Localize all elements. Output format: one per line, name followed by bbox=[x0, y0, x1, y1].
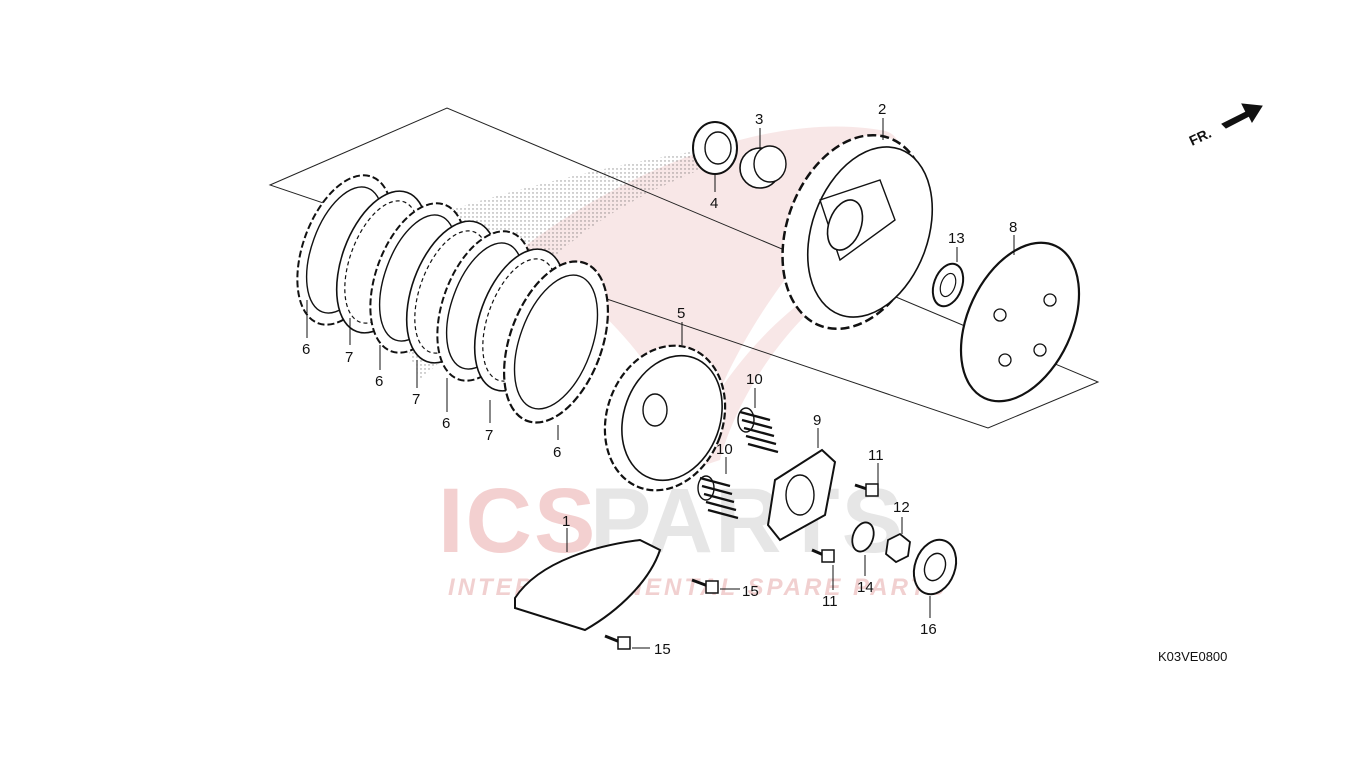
clutch-outer-2[interactable] bbox=[757, 115, 955, 349]
clutch-spring-10[interactable] bbox=[697, 475, 739, 520]
washer-14[interactable] bbox=[848, 519, 877, 554]
callout-7-first: 7 bbox=[345, 349, 353, 366]
callout-5: 5 bbox=[677, 305, 685, 322]
callout-9: 9 bbox=[813, 412, 821, 429]
callout-10-lower: 10 bbox=[716, 441, 733, 458]
clutch-spring-10[interactable] bbox=[737, 407, 779, 454]
assembly-frame bbox=[268, 107, 1100, 429]
washer-13[interactable] bbox=[927, 260, 968, 311]
callouts: 2 3 4 8 13 5 6 7 6 7 6 7 6 10 9 10 11 12… bbox=[302, 101, 1017, 658]
leader-lines bbox=[306, 118, 1015, 618]
friction-disc-6[interactable] bbox=[484, 247, 628, 436]
callout-15-lower: 15 bbox=[654, 641, 671, 658]
bolt-15[interactable] bbox=[604, 634, 650, 650]
callout-6-fourth: 6 bbox=[553, 444, 561, 461]
front-arrow-icon bbox=[1221, 103, 1263, 129]
callout-7-third: 7 bbox=[485, 427, 493, 444]
callout-15-upper: 15 bbox=[742, 583, 759, 600]
bolt-15[interactable] bbox=[691, 578, 740, 594]
callout-2: 2 bbox=[878, 101, 886, 118]
callout-16: 16 bbox=[920, 621, 937, 638]
front-direction-indicator: FR. bbox=[1187, 103, 1263, 149]
watermark-brand-left: ICS bbox=[438, 470, 597, 572]
callout-10-upper: 10 bbox=[746, 371, 763, 388]
callout-6-second: 6 bbox=[375, 373, 383, 390]
callout-11-upper: 11 bbox=[868, 447, 884, 464]
diagram-code: K03VE0800 bbox=[1158, 649, 1227, 664]
callout-14: 14 bbox=[857, 579, 874, 596]
front-label: FR. bbox=[1187, 125, 1214, 149]
bearing-16[interactable] bbox=[907, 534, 964, 600]
lifter-plate-9[interactable] bbox=[766, 448, 837, 542]
bolt-11[interactable] bbox=[811, 548, 835, 563]
clutch-guide-1[interactable] bbox=[514, 538, 662, 632]
lock-nut-12[interactable] bbox=[885, 532, 911, 564]
pressure-plate-8[interactable] bbox=[937, 224, 1102, 420]
clutch-center-5[interactable] bbox=[585, 329, 745, 508]
callout-13: 13 bbox=[948, 230, 965, 247]
collar-3[interactable] bbox=[739, 145, 787, 189]
callout-7-second: 7 bbox=[412, 391, 420, 408]
callout-6-third: 6 bbox=[442, 415, 450, 432]
bolt-11[interactable] bbox=[854, 483, 879, 497]
callout-1: 1 bbox=[562, 513, 570, 530]
callout-6-first: 6 bbox=[302, 341, 310, 358]
callout-4: 4 bbox=[710, 195, 718, 212]
callout-12: 12 bbox=[893, 499, 910, 516]
callout-3: 3 bbox=[755, 111, 763, 128]
bearing-ring-4[interactable] bbox=[692, 121, 738, 175]
callout-8: 8 bbox=[1009, 219, 1017, 236]
callout-11-lower: 11 bbox=[822, 593, 838, 610]
